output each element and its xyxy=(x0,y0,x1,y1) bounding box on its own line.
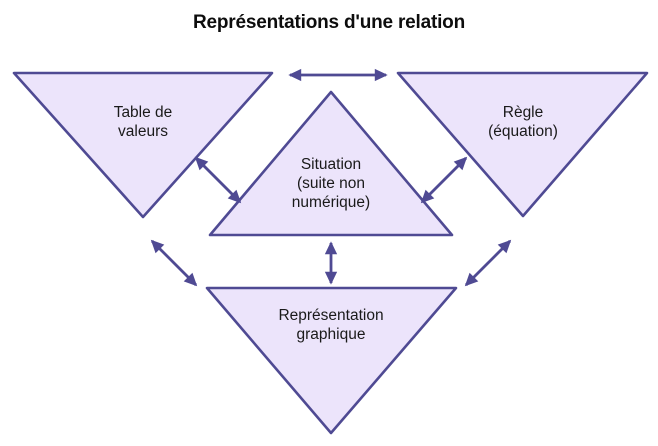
connector-regle-to-graphique xyxy=(464,239,512,287)
connector-regle-to-situation xyxy=(420,156,468,204)
node-situation xyxy=(208,90,454,237)
node-table-de-valeurs xyxy=(12,71,274,219)
node-regle-equation xyxy=(396,71,649,218)
page-title: Représentations d'une relation xyxy=(193,12,465,33)
connector-table-to-graphique xyxy=(150,239,198,287)
connector-table-to-situation xyxy=(194,156,242,204)
node-representation-graphique xyxy=(205,286,458,435)
